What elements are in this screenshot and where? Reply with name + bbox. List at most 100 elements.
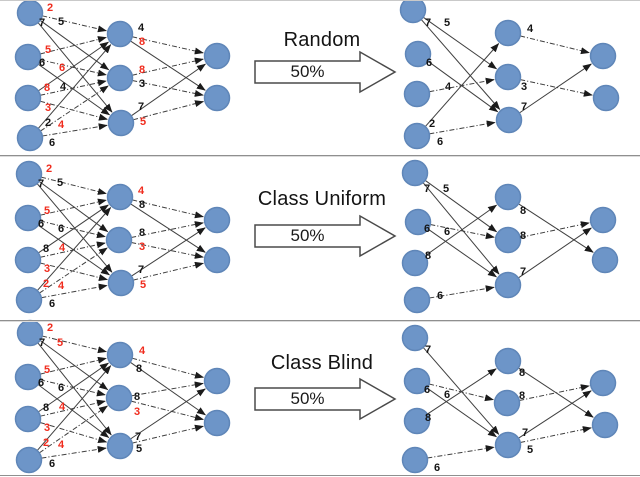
edge-weight-label: 3 — [139, 78, 145, 90]
network-edge — [424, 204, 498, 257]
edge-weight-label: 5 — [57, 337, 63, 349]
network-edge — [132, 100, 204, 121]
network-edge — [429, 285, 495, 299]
network-edge — [131, 221, 204, 238]
edge-weight-label: 4 — [60, 81, 67, 93]
input-node — [403, 80, 431, 108]
input-node — [14, 405, 42, 433]
edge-weight-label: 6 — [426, 57, 432, 69]
network-edge — [429, 120, 496, 135]
hidden-node — [493, 389, 521, 417]
hidden-node — [107, 109, 135, 137]
hidden-node — [494, 226, 522, 254]
edge-weight-label: 7 — [425, 17, 431, 29]
edge-weight-label: 7 — [39, 337, 45, 349]
panel-border-bottom — [0, 475, 640, 476]
network-edge — [131, 242, 204, 259]
edge-weight-label: 7 — [138, 101, 144, 113]
input-node — [403, 122, 431, 150]
edge-weight-label: 5 — [527, 444, 533, 456]
edge-weight-label: 6 — [49, 458, 55, 470]
percent-label-random: 50% — [290, 62, 325, 81]
hidden-node — [105, 226, 133, 254]
network-edge — [130, 388, 206, 440]
network-edge — [132, 57, 204, 76]
panel-separator-1-shadow — [0, 156, 640, 157]
network-edge — [129, 361, 206, 416]
edge-weight-label: 3 — [521, 81, 527, 93]
edge-weight-label: 5 — [44, 364, 50, 376]
network-edge — [420, 19, 501, 110]
input-node — [399, 0, 427, 24]
network-edge — [39, 247, 108, 294]
edge-weight-label: 8 — [134, 391, 140, 403]
network-edge — [38, 41, 109, 92]
edge-weight-label: 5 — [57, 177, 63, 189]
percent-label-class-blind: 50% — [290, 389, 325, 408]
network-edge — [132, 199, 204, 219]
edge-weight-label: 8 — [425, 250, 431, 262]
edge-weight-label: 5 — [136, 443, 142, 455]
panel-title-class-blind: Class Blind — [270, 352, 374, 374]
edge-weight-label: 8 — [44, 82, 50, 94]
edge-weight-label: 5 — [44, 205, 50, 217]
network-edge — [426, 387, 497, 438]
edge-weight-label: 2 — [45, 117, 51, 129]
edge-weight-label: 5 — [140, 279, 146, 291]
edge-weight-label: 8 — [520, 205, 526, 217]
input-node — [14, 363, 42, 391]
network-edge — [41, 283, 108, 299]
network-edge — [132, 80, 204, 97]
network-edge — [37, 22, 113, 113]
network-edge — [131, 357, 204, 379]
edge-weight-label: 8 — [519, 367, 525, 379]
network-edge — [130, 400, 204, 421]
edge-weight-label: 2 — [43, 278, 49, 290]
edge-weight-label: 8 — [139, 199, 145, 211]
network-edge — [131, 63, 206, 117]
panel-title-random: Random — [283, 29, 361, 51]
network-edge — [519, 35, 590, 55]
input-node — [14, 84, 42, 112]
network-edge — [133, 261, 204, 281]
network-edge — [519, 63, 592, 114]
network-edge — [130, 40, 206, 91]
input-node — [401, 324, 429, 352]
network-edge — [40, 399, 106, 417]
edge-weight-label: 6 — [58, 382, 64, 394]
percent-arrow-random — [254, 50, 397, 94]
network-edge — [36, 207, 112, 291]
hidden-node — [106, 432, 134, 460]
network-edge — [422, 182, 500, 275]
network-edge — [427, 60, 499, 113]
output-node — [203, 409, 231, 437]
edge-weight-label: 4 — [59, 401, 66, 413]
hidden-node — [494, 183, 522, 211]
network-edge — [40, 198, 107, 216]
edge-weight-label: 4 — [527, 23, 534, 35]
network-edge — [39, 405, 108, 454]
network-edge — [132, 424, 204, 444]
output-node — [203, 206, 231, 234]
edge-weight-label: 7 — [521, 101, 527, 113]
edge-weight-label: 8 — [519, 390, 525, 402]
panel-separator-2 — [0, 320, 640, 321]
network-edge — [37, 44, 112, 129]
network-edge — [39, 100, 108, 121]
edge-weight-label: 3 — [134, 406, 140, 418]
hidden-node — [106, 20, 134, 48]
edge-weight-label: 7 — [520, 266, 526, 278]
hidden-node — [106, 64, 134, 92]
network-edge — [131, 381, 204, 397]
network-edge — [132, 36, 204, 55]
network-edge — [40, 59, 107, 77]
edge-weight-label: 4 — [139, 345, 146, 357]
edge-weight-label: 7 — [38, 178, 44, 190]
input-node — [16, 124, 44, 152]
edge-weight-label: 8 — [520, 230, 526, 242]
edge-weight-label: 6 — [434, 462, 440, 474]
edge-weight-label: 8 — [136, 363, 142, 375]
percent-arrow-class-blind — [254, 377, 397, 421]
edge-weight-label: 8 — [425, 412, 431, 424]
